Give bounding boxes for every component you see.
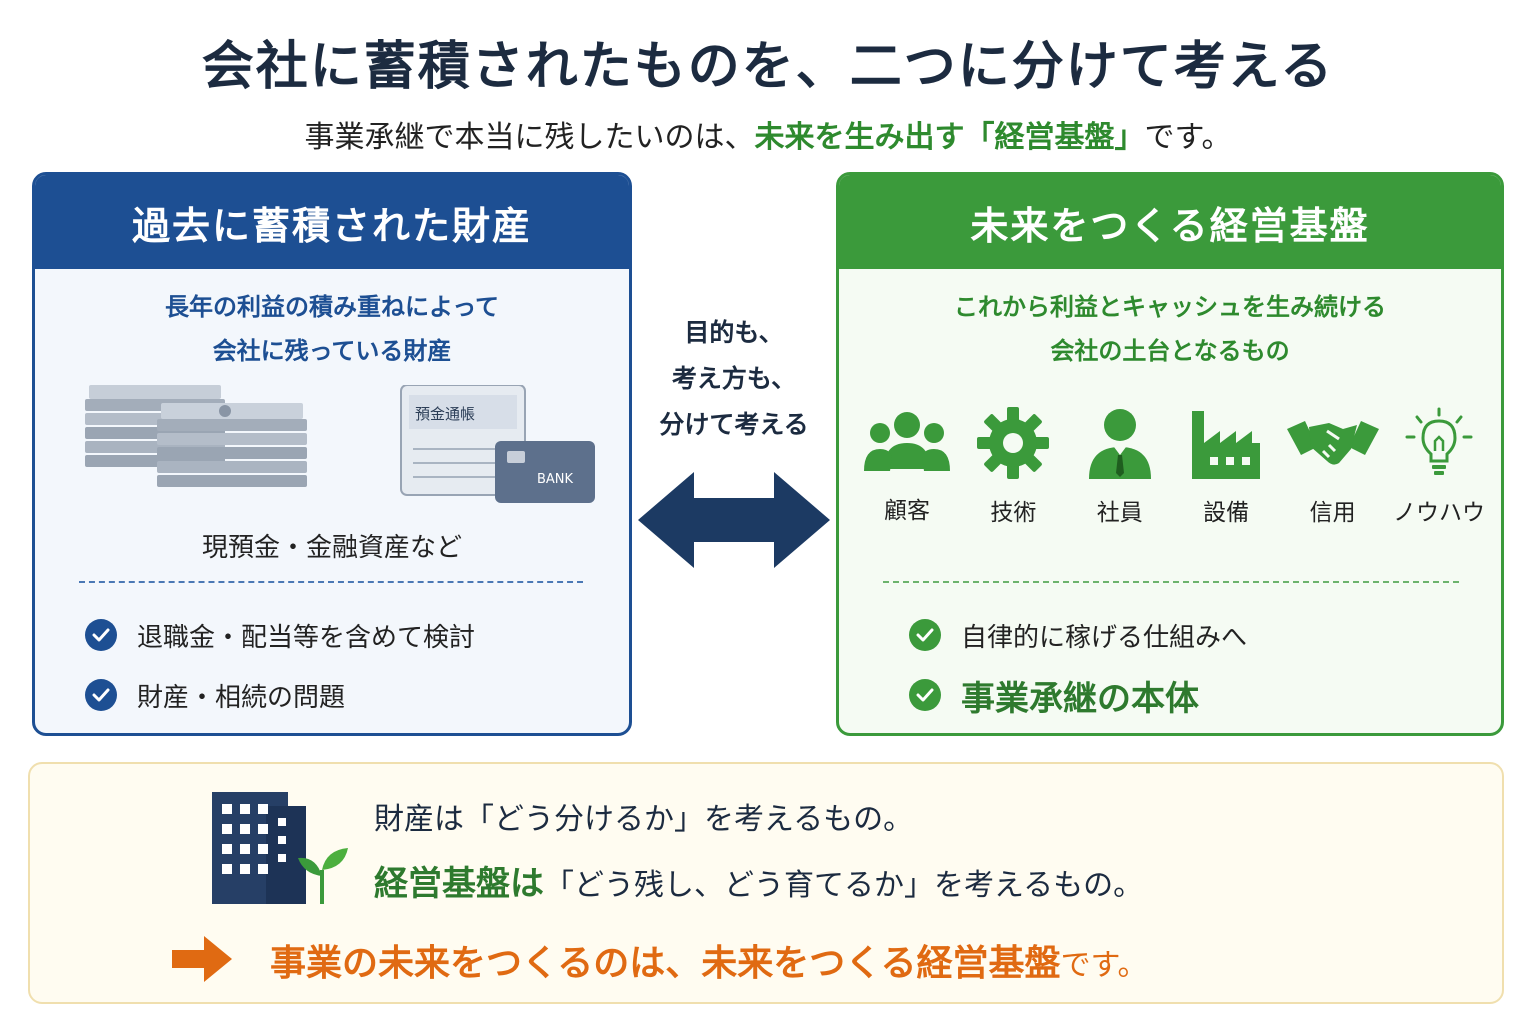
check-icon	[909, 619, 941, 651]
check-icon	[85, 679, 117, 711]
summary-box: 財産は「どう分けるか」を考えるもの。 経営基盤は「どう残し、どう育てるか」を考え…	[28, 762, 1504, 1004]
people-icon	[864, 412, 950, 471]
assets-caption: 現預金・金融資産など	[201, 533, 462, 563]
check-icon	[85, 619, 117, 651]
passbook-icon: 預金通帳	[400, 385, 526, 496]
summary-line-assets: 財産は「どう分けるか」を考えるもの。	[374, 802, 914, 837]
bank-card-label: BANK	[537, 472, 574, 487]
double-arrow-icon	[638, 472, 830, 568]
foundation-item-knowhow: ノウハウ	[1389, 407, 1489, 527]
subtitle-after: です。	[1144, 120, 1232, 155]
subtitle-highlight: 未来を生み出す「経営基盤」	[754, 120, 1145, 155]
business-foundation-panel: 未来をつくる経営基盤 これから利益とキャッシュを生み続ける 会社の土台となるもの…	[836, 172, 1504, 736]
middle-line1: 目的も、	[684, 318, 784, 347]
foundation-item-employees: 社員	[1070, 407, 1170, 527]
employee-icon	[1088, 409, 1151, 479]
business-foundation-divider	[883, 581, 1459, 583]
business-foundation-heading: 未来をつくる経営基盤	[839, 175, 1501, 269]
lightbulb-icon	[1405, 407, 1473, 475]
check-item-label: 財産・相続の問題	[137, 682, 346, 713]
icon-label: 信用	[1309, 500, 1356, 526]
sprout-icon	[298, 848, 348, 904]
check-item-label: 事業承継の本体	[961, 678, 1199, 719]
summary-conclusion-end: です。	[1060, 948, 1148, 983]
handshake-icon	[1286, 421, 1379, 465]
bank-card-icon: BANK	[495, 441, 595, 503]
passbook-label: 預金通帳	[415, 405, 475, 423]
subtitle-before: 事業承継で本当に残したいのは、	[304, 120, 755, 155]
icon-label: 技術	[990, 500, 1037, 526]
past-assets-checklist: 退職金・配当等を含めて検討 財産・相続の問題	[85, 605, 475, 725]
foundation-item-technology: 技術	[963, 407, 1063, 527]
summary-conclusion: 事業の未来をつくるのは、未来をつくる経営基盤です。	[270, 934, 1148, 986]
check-item: 自律的に稼げる仕組みへ	[909, 605, 1247, 665]
check-item-label: 自律的に稼げる仕組みへ	[961, 622, 1248, 653]
building-icon	[212, 792, 348, 904]
summary-foundation-term: 経営基盤は	[374, 864, 544, 904]
foundation-item-equipment: 設備	[1176, 407, 1276, 527]
arrow-right-icon	[172, 936, 232, 982]
summary-foundation-rest: 「どう残し、どう育てるか」を考えるもの。	[544, 868, 1144, 903]
check-item: 退職金・配当等を含めて検討	[85, 605, 475, 665]
foundation-item-customers: 顧客	[857, 407, 957, 527]
check-item: 事業承継の本体	[909, 665, 1247, 725]
icon-label: ノウハウ	[1392, 500, 1485, 526]
icon-label: 顧客	[884, 498, 930, 524]
past-assets-divider	[79, 581, 583, 583]
cash-and-bank-illustration: 預金通帳 BANK	[85, 385, 595, 503]
past-assets-heading: 過去に蓄積された財産	[35, 175, 629, 269]
past-assets-panel: 過去に蓄積された財産 長年の利益の積み重ねによって 会社に残っている財産 預金通…	[32, 172, 632, 736]
gear-icon	[977, 407, 1050, 479]
check-item-label: 退職金・配当等を含めて検討	[137, 622, 476, 653]
business-foundation-checklist: 自律的に稼げる仕組みへ 事業承継の本体	[909, 605, 1247, 725]
foundation-icons-row: 顧客 技術	[857, 407, 1489, 527]
summary-line-foundation: 経営基盤は「どう残し、どう育てるか」を考えるもの。	[374, 856, 1143, 905]
icon-label: 設備	[1203, 500, 1250, 526]
past-assets-desc-line1: 長年の利益の積み重ねによって	[164, 293, 500, 321]
check-icon	[909, 679, 941, 711]
past-assets-desc-line2: 会社に残っている財産	[212, 337, 452, 365]
icon-label: 社員	[1096, 500, 1143, 526]
page-subtitle: 事業承継で本当に残したいのは、未来を生み出す「経営基盤」です。	[0, 112, 1536, 156]
middle-message: 目的も、 考え方も、 分けて考える	[632, 310, 836, 448]
past-assets-description: 長年の利益の積み重ねによって 会社に残っている財産	[35, 285, 629, 373]
check-item: 財産・相続の問題	[85, 665, 475, 725]
factory-icon	[1192, 411, 1261, 479]
foundation-item-trust: 信用	[1283, 407, 1383, 527]
business-foundation-description: これから利益とキャッシュを生み続ける 会社の土台となるもの	[839, 285, 1501, 373]
business-foundation-desc-line1: これから利益とキャッシュを生み続ける	[954, 293, 1386, 321]
summary-conclusion-main: 事業の未来をつくるのは、未来をつくる経営基盤	[270, 943, 1061, 984]
business-foundation-desc-line2: 会社の土台となるもの	[1050, 337, 1290, 365]
middle-line2: 考え方も、	[671, 364, 797, 393]
page-title: 会社に蓄積されたものを、二つに分けて考える	[201, 37, 1335, 97]
middle-line3: 分けて考える	[659, 410, 809, 439]
cash-stack-icon	[85, 385, 307, 487]
